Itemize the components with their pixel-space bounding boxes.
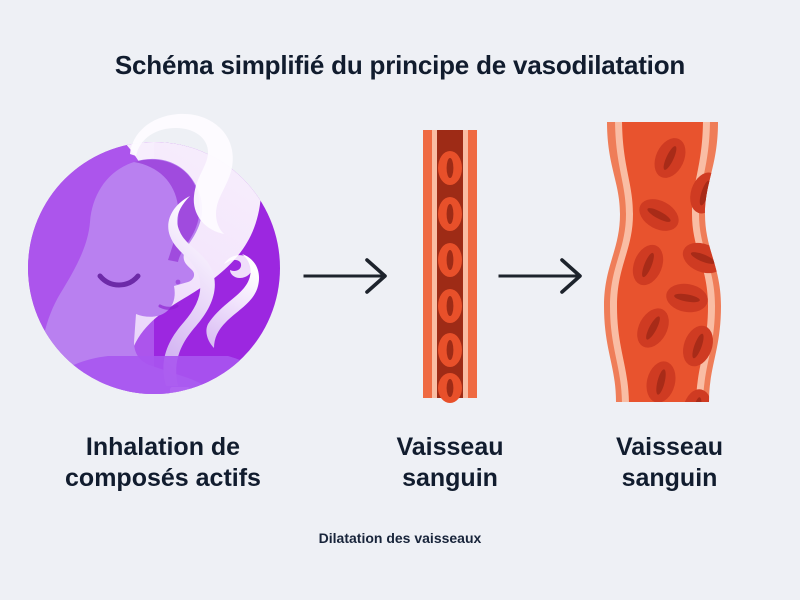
nostril bbox=[175, 279, 181, 285]
vapor-ribbon-secondary bbox=[206, 254, 260, 348]
blood-cell bbox=[682, 389, 712, 402]
arrow-right-icon bbox=[498, 258, 582, 294]
label-line-1: Inhalation de bbox=[85, 433, 241, 461]
vessel-wall-left-highlight bbox=[432, 130, 437, 398]
vapor-curl-small bbox=[224, 255, 253, 278]
label-line-1: Vaisseau bbox=[615, 433, 724, 461]
shoulder bbox=[28, 356, 280, 394]
blood-cell bbox=[666, 283, 708, 313]
label-line-2: sanguin bbox=[621, 464, 718, 493]
stage-label-vessel-narrow: Vaisseau sanguin bbox=[350, 432, 550, 495]
blood-cell bbox=[438, 243, 462, 277]
blood-cell bbox=[683, 325, 713, 367]
stage-label-inhalation: Inhalation de composés actifs bbox=[8, 432, 318, 495]
head-shadow bbox=[134, 159, 200, 262]
arrow-right-icon bbox=[303, 258, 387, 294]
inhalation-illustration bbox=[28, 113, 280, 394]
eye-closed bbox=[97, 273, 141, 288]
blood-cell bbox=[438, 151, 462, 185]
vapor-ribbon-main bbox=[163, 196, 215, 386]
vessel-wall-highlight-left bbox=[610, 122, 633, 402]
arrow-two bbox=[498, 252, 590, 300]
stage-inhalation bbox=[28, 110, 300, 410]
stage-vessel-narrow bbox=[395, 110, 505, 410]
stage-label-vessel-dilated: Vaisseau sanguin bbox=[562, 432, 777, 495]
blood-cells-group bbox=[632, 138, 721, 402]
blood-cell bbox=[637, 308, 669, 348]
figure-caption: Dilatation des vaisseaux bbox=[318, 530, 482, 546]
blood-cell bbox=[438, 333, 462, 367]
stage-vessel-dilated bbox=[585, 110, 740, 410]
blood-cells-group bbox=[438, 151, 462, 403]
dilated-vessel-illustration bbox=[604, 122, 721, 402]
label-line-1: Vaisseau bbox=[396, 433, 504, 461]
arrow-one bbox=[303, 252, 395, 300]
label-line-2: sanguin bbox=[402, 464, 498, 493]
vessel-wall-right bbox=[468, 130, 477, 398]
vessel-wall-left bbox=[423, 130, 432, 398]
blood-cell bbox=[646, 361, 676, 402]
blood-cell bbox=[632, 244, 664, 286]
vapor-plume-top bbox=[130, 113, 233, 234]
label-line-2: composés actifs bbox=[65, 464, 261, 493]
vessel-wall-right-highlight bbox=[463, 130, 468, 398]
page-title: Schéma simplifié du principe de vasodila… bbox=[114, 50, 686, 80]
lips bbox=[158, 304, 179, 310]
blood-cell bbox=[438, 289, 462, 323]
blood-cell bbox=[639, 199, 679, 231]
constricted-vessel-illustration bbox=[423, 130, 477, 403]
blood-cell bbox=[438, 373, 462, 403]
blood-cell bbox=[654, 138, 686, 178]
blood-cell bbox=[438, 197, 462, 231]
